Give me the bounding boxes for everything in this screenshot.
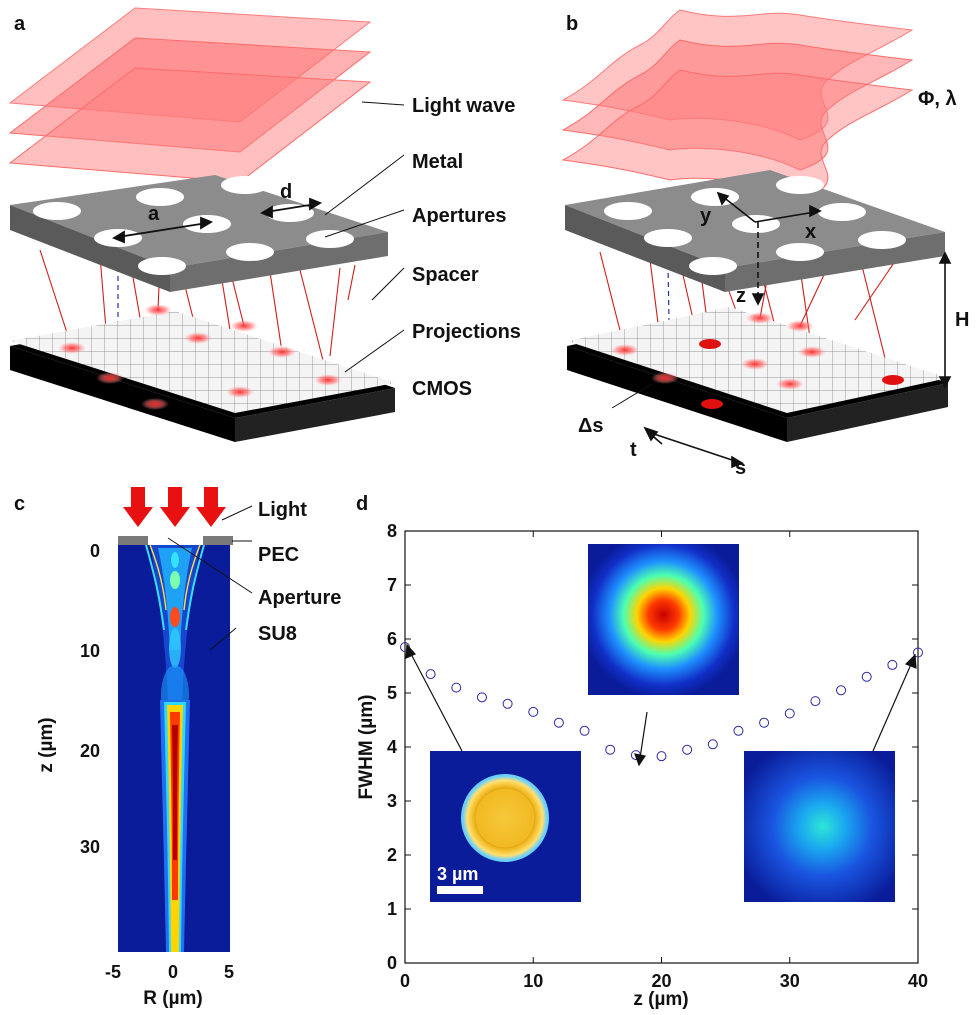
data-point: [810, 696, 821, 707]
c-y-ticks: 0 10 20 30: [80, 541, 100, 857]
c-xtick-5: 5: [224, 962, 234, 982]
data-point: [451, 682, 462, 693]
c-x-ticks: -5 0 5: [105, 962, 234, 982]
label-height-H: H: [955, 309, 969, 331]
inset-focus: [588, 544, 739, 695]
data-point: [861, 671, 872, 682]
scale-bar-label: 3 µm: [437, 864, 478, 884]
data-point: [887, 659, 898, 670]
projection-spots-b: [611, 312, 904, 409]
data-point: [528, 706, 539, 717]
label-d-diameter: d: [280, 181, 292, 203]
label-x-axis: x: [805, 221, 816, 243]
d-xtick-label: 10: [523, 971, 543, 991]
label-z-axis: z: [736, 285, 746, 307]
leader-lines-a: [324, 101, 405, 373]
dimension-arrows-a: [111, 197, 323, 244]
c-xtick-neg5: -5: [105, 962, 121, 982]
c-ytick-0: 0: [90, 541, 100, 561]
label-light: Light: [258, 499, 307, 521]
panel-letter-c: c: [14, 493, 25, 515]
data-point: [579, 725, 590, 736]
data-point: [656, 751, 667, 762]
c-ytick-10: 10: [80, 641, 100, 661]
d-xtick-label: 30: [780, 971, 800, 991]
distorted-wave-sheets: [561, 9, 914, 201]
panel-letter-d: d: [356, 493, 368, 515]
light-wave-sheets: [8, 7, 372, 183]
d-ytick-label: 4: [387, 737, 397, 757]
light-arrows: [123, 487, 226, 527]
data-point: [553, 717, 564, 728]
data-point: [605, 744, 616, 755]
scale-bar: [437, 886, 483, 894]
data-point: [733, 725, 744, 736]
d-ytick-label: 0: [387, 953, 397, 973]
label-su8: SU8: [258, 623, 297, 645]
label-apertures: Apertures: [412, 205, 506, 227]
d-ytick-label: 2: [387, 845, 397, 865]
inset-near-aperture: 3 µm: [430, 751, 581, 902]
cmos-sensor-a: [10, 311, 395, 442]
data-point: [707, 739, 718, 750]
data-point: [759, 717, 770, 728]
d-xtick-labels: 0 10 20 30 40: [400, 971, 928, 991]
panel-letter-a: a: [14, 13, 26, 35]
d-ytick-label: 1: [387, 899, 397, 919]
d-xtick-label: 0: [400, 971, 410, 991]
d-tick-marks: [404, 530, 919, 964]
c-y-axis-label: z (µm): [36, 717, 57, 772]
leader-delta-s: [611, 383, 653, 409]
data-point: [502, 698, 513, 709]
field-map: [118, 544, 230, 952]
cmos-sensor-b: [567, 307, 948, 442]
label-s-axis: s: [735, 457, 746, 479]
d-xtick-label: 40: [908, 971, 928, 991]
c-xtick-0: 0: [168, 962, 178, 982]
data-point: [836, 685, 847, 696]
c-x-axis-label: R (µm): [143, 988, 203, 1009]
inset-arrows: [405, 643, 917, 767]
label-projections: Projections: [412, 321, 521, 343]
apertures-b: [604, 176, 906, 275]
c-ytick-30: 30: [80, 837, 100, 857]
label-y-axis: y: [700, 205, 712, 227]
label-delta-s: Δs: [578, 415, 604, 437]
label-t-axis: t: [630, 439, 637, 461]
data-point: [476, 692, 487, 703]
d-ytick-label: 7: [387, 575, 397, 595]
label-aperture: Aperture: [258, 587, 341, 609]
d-ytick-label: 3: [387, 791, 397, 811]
label-a-spacing: a: [148, 203, 160, 225]
coordinate-axes-b: [643, 191, 952, 469]
d-ytick-labels: 0 1 2 3 4 5 6 7 8: [387, 521, 397, 973]
label-spacer: Spacer: [412, 264, 479, 286]
d-x-axis-label: z (µm): [633, 989, 688, 1010]
data-point: [425, 669, 436, 680]
projection-spots-a: [58, 304, 342, 410]
data-point: [913, 647, 923, 658]
leader-lines-c: [167, 505, 253, 651]
inset-far: [744, 751, 895, 902]
pec-left: [118, 536, 148, 545]
d-xtick-label: 20: [651, 971, 671, 991]
panel-letter-b: b: [566, 13, 578, 35]
label-cmos: CMOS: [412, 378, 472, 400]
data-point: [682, 744, 693, 755]
c-ytick-20: 20: [80, 741, 100, 761]
data-point: [784, 708, 795, 719]
d-ytick-label: 8: [387, 521, 397, 541]
d-ytick-label: 5: [387, 683, 397, 703]
pec-right: [203, 536, 233, 545]
label-metal: Metal: [412, 151, 463, 173]
d-y-axis-label: FWHM (µm): [356, 695, 377, 800]
d-ytick-label: 6: [387, 629, 397, 649]
label-pec: PEC: [258, 544, 299, 566]
label-light-wave: Light wave: [412, 95, 515, 117]
label-phi-lambda: Φ, λ: [918, 88, 957, 110]
